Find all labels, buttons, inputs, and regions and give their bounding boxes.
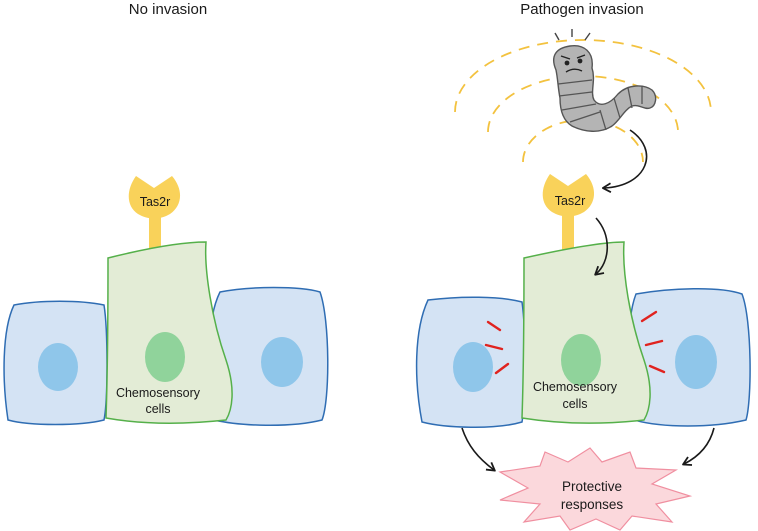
signal-marks-right [640, 310, 666, 374]
nucleus-icon [453, 342, 493, 392]
panel-no-invasion: No invasion Chemosensory cells Tas2r [3, 1, 329, 427]
nucleus-icon [145, 332, 185, 382]
nucleus-icon [675, 335, 717, 389]
receptor-label: Tas2r [140, 195, 171, 209]
cell-label-line1: Chemosensory [533, 380, 618, 394]
panel-pathogen-invasion: Pathogen invasion [415, 1, 751, 531]
nucleus-icon [261, 337, 303, 387]
cell-label-line2: cells [562, 397, 587, 411]
cell-label-line2: cells [145, 402, 170, 416]
arrow-receptor-to-cell [594, 217, 608, 276]
panel-title-no-invasion: No invasion [129, 1, 207, 18]
chemosensory-cell: Chemosensory cells [105, 241, 233, 424]
outcome-label-line1: Protective [562, 479, 622, 494]
signal-marks-left [484, 320, 510, 375]
arrow-pathogen-to-receptor [601, 129, 648, 193]
neighbor-cell-left [3, 300, 108, 426]
receptor-label: Tas2r [555, 194, 586, 208]
receptor-head-icon [128, 176, 181, 219]
arrow-to-outcome-left [461, 427, 496, 472]
receptor-head-icon [542, 174, 595, 217]
nucleus-icon [561, 334, 601, 386]
arrow-to-outcome-right [682, 427, 715, 466]
neighbor-cell-right [207, 286, 329, 427]
outcome-label-line2: responses [561, 497, 624, 512]
chemosensory-cell: Chemosensory cells [521, 241, 651, 424]
cell-label-line1: Chemosensory [116, 386, 201, 400]
neighbor-cell-left [415, 296, 526, 429]
tas2r-receptor: Tas2r [128, 176, 181, 219]
protective-responses-burst: Protective responses [498, 447, 693, 531]
pathogen-worm-icon [552, 29, 657, 132]
tas2r-receptor: Tas2r [542, 174, 595, 217]
nucleus-icon [38, 343, 78, 391]
panel-title-pathogen-invasion: Pathogen invasion [520, 1, 643, 18]
